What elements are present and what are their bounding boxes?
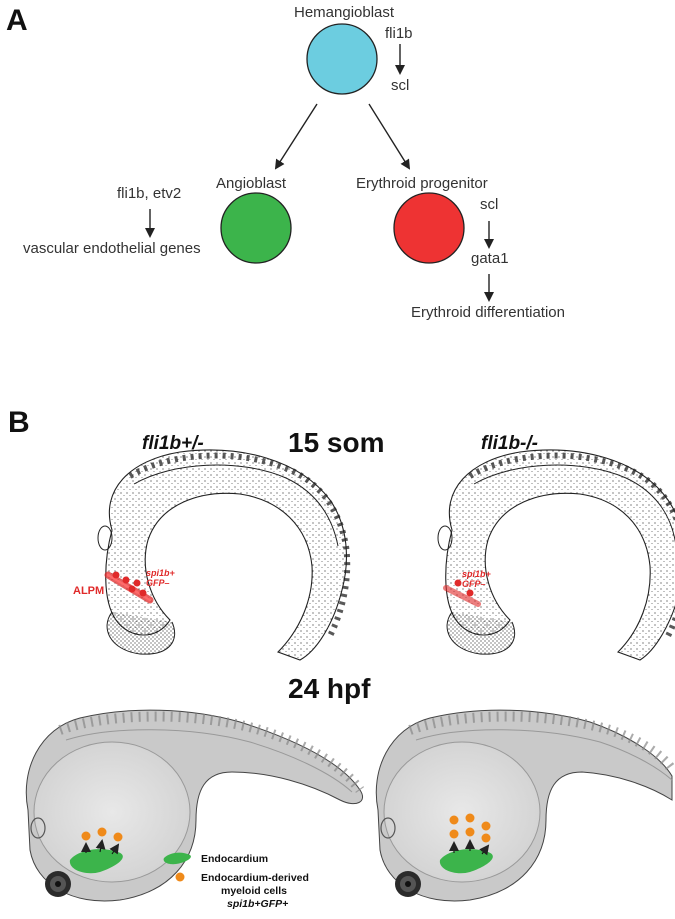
stage-15som-label: 15 som [288,427,385,458]
erythroid-progenitor-label: Erythroid progenitor [356,175,488,192]
yolk [383,741,541,883]
spi1b-cell [133,579,141,587]
spi1b-cell [454,579,462,587]
myeloid-cell [465,813,475,823]
scl-top-label: scl [391,77,410,94]
mut-genotype-label: fli1b-/- [481,433,538,454]
spi1b-label-mut-2: GFP– [462,579,486,589]
spi1b-label-mut-1: spi1b+ [462,569,492,579]
myeloid-cell [449,829,459,839]
hemangioblast-circle [306,23,378,95]
myeloid-cell [113,832,123,842]
scl-right-label: scl [480,196,499,213]
myeloid-cell [481,833,491,843]
alpm-label: ALPM [73,585,104,597]
spi1b-cell [128,585,136,593]
legend-endocardium-label: Endocardium [201,853,268,865]
fli1b-etv2-label: fli1b, etv2 [117,185,182,202]
panel-b-letter: B [8,406,30,439]
embryo-15som-het [97,449,351,661]
legend: Endocardium Endocardium-derived myeloid … [163,852,309,910]
legend-myeloid-label-1: Endocardium-derived [201,872,309,884]
embryo-24hpf-mut [375,709,675,902]
spi1b-cell [466,589,474,597]
hemangioblast-label: Hemangioblast [294,4,395,21]
endocardium-shape [69,849,123,874]
myeloid-cell [481,821,491,831]
embryo-24hpf-het [25,709,365,902]
legend-myeloid-label-3: spi1b+GFP+ [227,898,288,910]
myeloid-cell [97,827,107,837]
legend-myeloid-label-2: myeloid cells [221,885,287,897]
angioblast-circle [220,192,292,264]
myeloid-cell [465,827,475,837]
yolk [33,741,191,883]
vascular-genes-label: vascular endothelial genes [23,240,201,257]
spi1b-cell [112,571,120,579]
myeloid-cell [81,831,91,841]
stage-24hpf-label: 24 hpf [288,673,371,704]
spi1b-label-het-2: GFP– [146,578,170,588]
myeloid-cell [449,815,459,825]
erythroid-differentiation-label: Erythroid differentiation [411,304,565,321]
gata1-label: gata1 [471,250,509,267]
spi1b-label-het-1: spi1b+ [146,568,176,578]
spi1b-cell [122,576,130,584]
arrow-to-angioblast [274,103,318,170]
embryo-15som-mut [437,449,675,661]
legend-endocardium-swatch [163,852,191,865]
spi1b-cell [139,589,147,597]
arrow-to-erythroid [368,103,411,170]
erythroid-progenitor-circle [393,192,465,264]
panel-a-letter: A [6,4,28,37]
het-genotype-label: fli1b+/- [142,433,204,454]
legend-myeloid-swatch [175,872,185,882]
fli1b-top-label: fli1b [385,25,413,42]
angioblast-label: Angioblast [216,175,287,192]
